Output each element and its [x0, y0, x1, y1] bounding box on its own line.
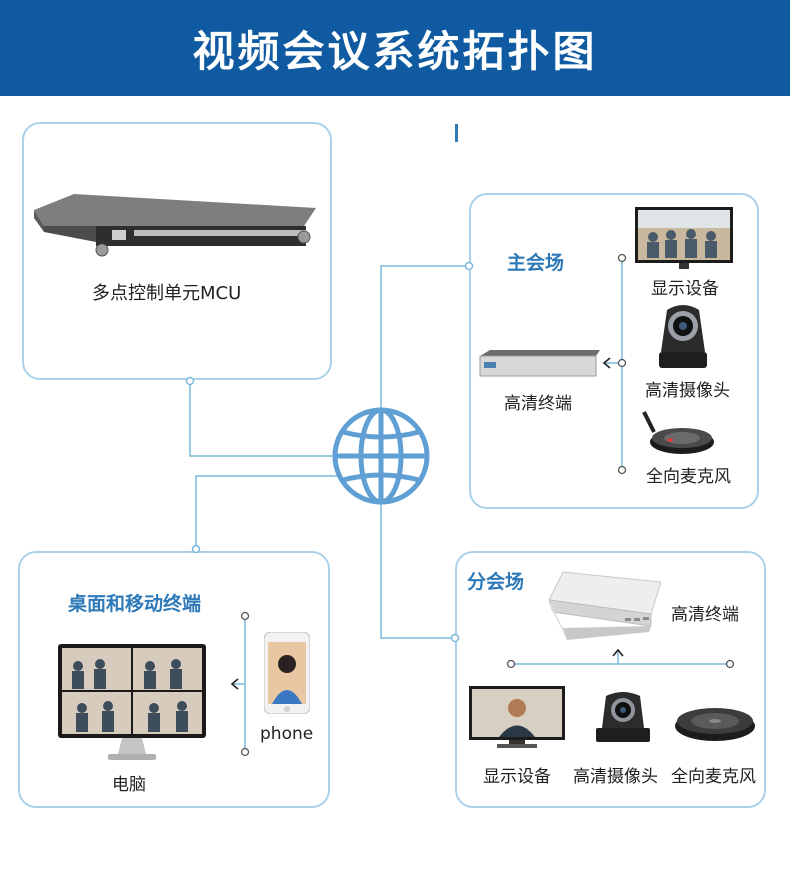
header-banner: 视频会议系统拓扑图 — [0, 0, 790, 96]
computer-monitor-device — [58, 644, 206, 760]
main-display-label: 显示设备 — [651, 279, 719, 299]
branch-venue-title: 分会场 — [467, 571, 525, 593]
main-microphone-device — [642, 411, 714, 454]
branch-terminal-label: 高清终端 — [671, 605, 739, 625]
phone-label: phone — [260, 724, 314, 744]
desktop-title: 桌面和移动终端 — [68, 593, 202, 615]
branch-camera-device — [596, 692, 650, 742]
mcu-label: 多点控制单元MCU — [92, 283, 242, 304]
mcu-card — [22, 122, 332, 380]
main-camera-device — [659, 305, 707, 368]
main-mic-label: 全向麦克风 — [646, 467, 731, 487]
computer-label: 电脑 — [112, 775, 146, 795]
branch-mic-label: 全向麦克风 — [671, 767, 756, 787]
globe-network-icon — [332, 407, 430, 505]
page-title: 视频会议系统拓扑图 — [192, 26, 598, 76]
main-display-device — [635, 207, 733, 269]
branch-camera-label: 高清摄像头 — [573, 767, 658, 787]
main-camera-label: 高清摄像头 — [645, 381, 730, 401]
main-venue-title: 主会场 — [507, 252, 565, 274]
branch-microphone-device — [675, 708, 755, 741]
phone-device — [264, 632, 310, 714]
mcu-server-device — [34, 194, 316, 257]
branch-display-label: 显示设备 — [483, 767, 551, 787]
main-terminal-device — [479, 350, 600, 377]
branch-terminal-device — [549, 571, 661, 640]
decorative-tick — [455, 124, 458, 142]
main-terminal-label: 高清终端 — [504, 394, 572, 414]
branch-display-device — [469, 686, 565, 748]
